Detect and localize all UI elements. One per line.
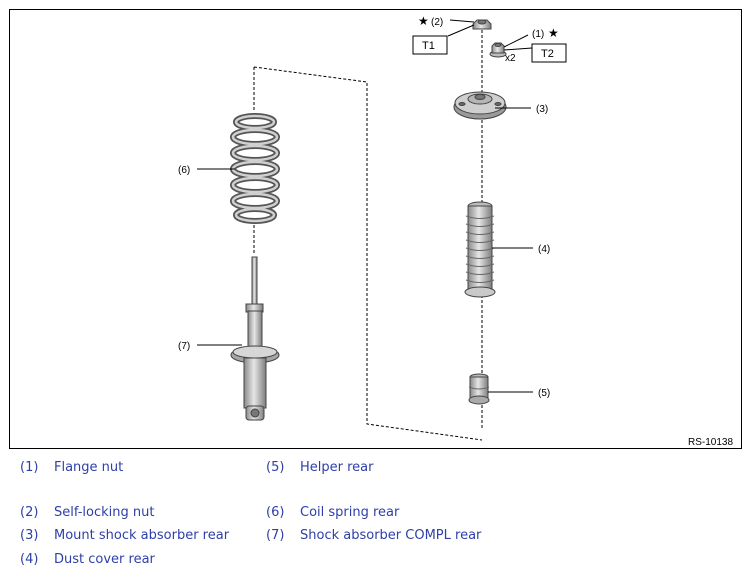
legend-text: Flange nut <box>54 460 124 475</box>
legend-item: (5) Helper rear <box>266 460 373 475</box>
torque-box-t2 <box>531 43 567 63</box>
callout-3: (3) <box>536 104 548 115</box>
legend-text: Shock absorber COMPL rear <box>300 528 482 543</box>
legend-number: (4) <box>20 552 39 567</box>
legend-number: (1) <box>20 460 39 475</box>
legend-item: (4) Dust cover rear <box>20 552 155 567</box>
self-locking-nut-part <box>472 19 492 30</box>
legend-item: (7) Shock absorber COMPL rear <box>266 528 481 543</box>
exploded-parts-diagram: (6) (7) ★ (2) T1 (1) ★ x2 T2 (3) (4) (5)… <box>9 9 742 449</box>
legend-text: Coil spring rear <box>300 505 400 520</box>
callout-4: (4) <box>538 244 550 255</box>
helper-rear-part <box>468 373 490 405</box>
callout-1: (1) <box>532 29 544 40</box>
legend-item: (1) Flange nut <box>20 460 123 475</box>
legend-item: (6) Coil spring rear <box>266 505 399 520</box>
legend-item: (3) Mount shock absorber rear <box>20 528 229 543</box>
shock-absorber-part <box>230 256 280 421</box>
callout-5: (5) <box>538 388 550 399</box>
legend-text: Self-locking nut <box>54 505 155 520</box>
mount-shock-absorber-part <box>453 91 507 120</box>
callout-leader-lines <box>197 19 533 393</box>
legend-number: (3) <box>20 528 39 543</box>
callout-6: (6) <box>178 165 190 176</box>
legend-text: Helper rear <box>300 460 374 475</box>
flange-nut-part <box>489 42 507 58</box>
legend-number: (6) <box>266 505 285 520</box>
star-icon: ★ <box>548 26 559 40</box>
torque-label-t1: T1 <box>422 40 435 52</box>
callout-7: (7) <box>178 341 190 352</box>
torque-box-t1 <box>412 35 448 55</box>
callout-2: (2) <box>431 17 443 28</box>
legend-text: Mount shock absorber rear <box>54 528 230 543</box>
diagram-canvas: (6) (7) ★ (2) T1 (1) ★ x2 T2 (3) (4) (5)… <box>178 14 733 448</box>
legend-number: (7) <box>266 528 285 543</box>
legend-item: (2) Self-locking nut <box>20 505 154 520</box>
dust-cover-part <box>464 201 496 298</box>
torque-label-t2: T2 <box>541 48 554 60</box>
quantity-label: x2 <box>505 53 516 64</box>
star-icon: ★ <box>418 14 429 28</box>
legend-text: Dust cover rear <box>54 552 155 567</box>
legend-number: (2) <box>20 505 39 520</box>
legend-number: (5) <box>266 460 285 475</box>
figure-id: RS-10138 <box>688 437 733 448</box>
assembly-dashed-lines <box>253 30 483 441</box>
